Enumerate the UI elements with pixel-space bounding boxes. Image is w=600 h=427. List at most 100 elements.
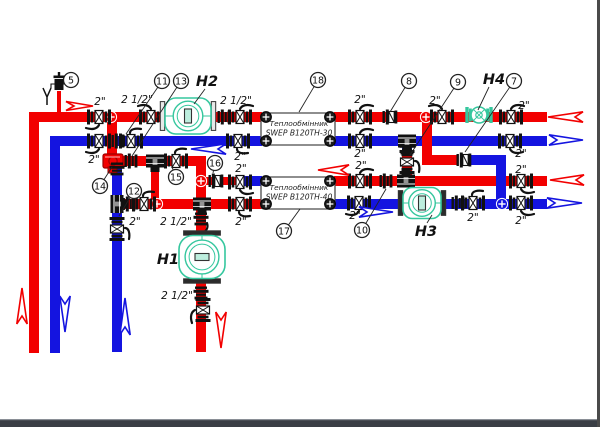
strainer-fitting [382,109,398,125]
window-edge-right [597,0,600,427]
tee [146,154,164,172]
tee-fitting [398,134,416,152]
air-vent [42,72,65,113]
strainer-fitting [456,152,472,168]
callout-circle [167,168,185,186]
ball-valve [499,103,526,125]
tee [193,197,211,215]
callout-17: 17 [275,208,301,240]
callout-circle [125,182,143,200]
hx-port [324,135,336,147]
pump-h3: H3 [397,186,447,240]
pump-label-leader [426,214,433,224]
hx-name: Теплообмінник [270,119,329,128]
valve [228,196,252,218]
callout-number: 10 [356,225,368,236]
callout-leader [464,86,511,153]
valve [499,103,526,125]
pipe-size-label: 2 1/2" [220,95,252,107]
valve [189,298,211,325]
window-edge-bottom [0,420,600,427]
valve [164,147,188,169]
pipe-size-label: 2" [88,154,100,166]
valve [226,133,250,155]
pipe-size-label: 2" [515,148,527,160]
ball-valve [164,147,188,169]
union [382,109,398,125]
ball-valve [84,133,111,155]
size-labels: 2"2 1/2"2 1/2"2"2"2"2"2"2"2"2"2"2"2"2"2"… [88,94,530,302]
callout-number: 11 [156,76,168,87]
flow-arrow-left [547,111,584,123]
flow-arrow-up [16,287,28,325]
pipe-size-label: 2" [355,160,367,172]
callout-circle [309,71,327,89]
pipe-size-label: 2" [234,151,246,163]
valve [228,174,255,196]
ball-valve [427,103,454,125]
callout-13: 13 [131,72,190,157]
valve [109,217,131,241]
pump-label-leader [477,86,490,111]
union-fitting [451,195,465,211]
ball-valve [348,167,375,189]
callout-18: 18 [298,71,327,113]
valve [84,109,111,131]
callout-number: 13 [175,76,187,87]
ball-valve [348,127,375,149]
flow-arrow-right [548,134,584,146]
ball-valve [228,196,252,218]
valve [348,103,375,125]
ball-valve [348,103,375,125]
callout-circle [206,154,224,172]
union [456,152,472,168]
tee-fitting [397,170,415,188]
callout-leader [389,87,406,113]
valve [348,127,375,149]
pump-label-h1: H1 [157,252,179,268]
callout-leader [125,86,159,135]
flow-arrow-down [215,311,227,349]
callout-number: 12 [128,186,140,197]
union-fitting [193,286,209,300]
callout-number: 7 [511,76,517,87]
pipe-junction [194,174,208,188]
callout-number: 8 [406,76,412,87]
flow-arrow-right [65,100,94,112]
hx-model: SWEP B120TH-40 [266,193,333,202]
union [124,153,138,169]
flow-arrow-up [119,297,131,336]
union [109,162,125,176]
pipe-size-label: 2" [235,163,247,175]
callout-10: 10 [353,188,387,239]
ball-valve [498,133,525,155]
pipe-size-label: 2" [354,94,366,106]
valve [228,103,255,125]
ball-valve [84,109,111,131]
callout-circle [153,72,171,90]
callout-15: 15 [167,166,185,186]
valve [427,103,454,125]
callout-16: 16 [206,154,224,174]
union-fitting [111,133,125,149]
tee [110,195,128,213]
hx-port [324,198,336,210]
pipe-junction [495,197,509,211]
tee-fitting [146,154,164,172]
ball-valve [228,103,255,125]
callout-5: 5 [61,71,80,89]
callout-14: 14 [91,166,113,195]
ball-valve [509,173,536,195]
callout-number: 14 [94,181,106,192]
union-fitting [217,109,231,125]
pipe-blue-return-left [50,136,262,353]
flow-arrows [16,100,585,349]
callout-number: 18 [312,75,324,86]
tee [398,134,416,152]
union-fitting [379,173,393,189]
callout-circle [172,72,190,90]
pipe-red-supply-main [29,112,262,353]
